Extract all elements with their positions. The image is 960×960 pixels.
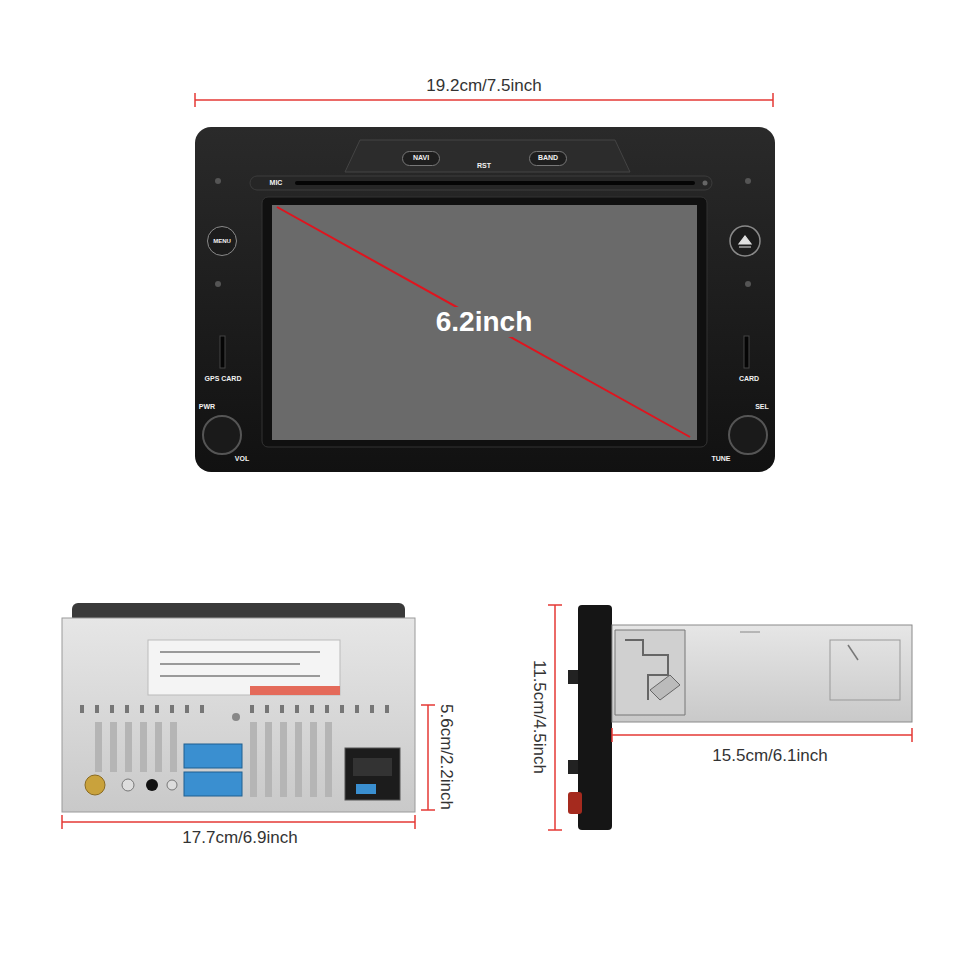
card-slot — [220, 336, 225, 368]
side-knob — [568, 792, 582, 814]
connector-black — [345, 748, 400, 800]
dimension-tick — [61, 815, 63, 829]
connector-blue — [184, 772, 242, 796]
knob-label: PWR — [199, 403, 215, 411]
side-front-panel — [578, 605, 612, 830]
eject-icon — [739, 236, 751, 247]
sticker-line — [160, 663, 300, 665]
card-slot — [744, 336, 749, 368]
dimension-tick — [421, 704, 435, 706]
dimension-tick — [611, 728, 613, 742]
disc-slot-frame — [250, 176, 712, 190]
knob-label: TUNE — [711, 455, 730, 463]
slot-label: GPS CARD — [205, 375, 242, 383]
dimension-line — [195, 99, 773, 101]
dimension-line — [427, 705, 429, 810]
dimension-line — [612, 734, 912, 736]
mic-label: MIC — [270, 179, 283, 187]
dimension-tick — [772, 93, 774, 107]
connector-blue — [184, 744, 242, 768]
screw — [232, 713, 240, 721]
dimension-label: 19.2cm/7.5inch — [426, 77, 541, 96]
indicator-dot — [703, 181, 708, 186]
sticker-line — [160, 675, 320, 677]
knob-label: VOL — [235, 455, 249, 463]
dimension-tick — [194, 93, 196, 107]
connector-latch — [356, 784, 376, 794]
dimension-label: 5.6cm/2.2inch — [437, 704, 456, 810]
sticker — [148, 640, 340, 695]
side-button — [568, 670, 578, 684]
menu-button: MENU — [207, 226, 237, 256]
bracket-detail — [650, 675, 680, 700]
chassis-detail — [740, 632, 760, 633]
diagonal-line — [277, 207, 690, 437]
vent-slots — [80, 705, 389, 713]
top-bezel — [345, 140, 630, 172]
button-label: NAVI — [413, 154, 429, 162]
port — [122, 779, 134, 791]
mount-bracket — [615, 630, 685, 715]
dimension-tick — [548, 604, 562, 606]
screen-bezel — [262, 197, 707, 447]
dimension-tick — [548, 829, 562, 831]
eject-button — [730, 226, 760, 256]
dimension-line — [62, 821, 415, 823]
chassis-detail — [848, 645, 858, 660]
dimension-tick — [421, 809, 435, 811]
screw-hole — [215, 178, 221, 184]
sticker-strip — [250, 686, 340, 695]
band-button: BAND — [529, 151, 567, 166]
port — [167, 780, 177, 790]
screen-area: 6.2inch — [272, 205, 697, 440]
dimension-tick — [911, 728, 913, 742]
side-chassis — [612, 625, 912, 722]
button-label: 6.2inch — [432, 307, 536, 338]
knob-label: SEL — [755, 403, 769, 411]
screen — [272, 205, 697, 440]
chassis-panel — [830, 640, 900, 700]
chassis-back — [62, 618, 415, 812]
slot-label: CARD — [739, 375, 759, 383]
side-button — [568, 760, 578, 774]
dimension-label: 17.7cm/6.9inch — [182, 829, 297, 848]
antenna-socket — [85, 775, 105, 795]
button-label: BAND — [538, 154, 558, 162]
front-panel — [195, 127, 775, 472]
screw-hole — [745, 281, 751, 287]
port — [146, 779, 158, 791]
dimension-label: 15.5cm/6.1inch — [712, 747, 827, 766]
disc-slot — [295, 181, 695, 185]
connector-pins — [353, 758, 392, 776]
sticker-line — [160, 651, 320, 653]
dimension-tick — [414, 815, 416, 829]
navi-button: NAVI — [402, 151, 440, 166]
dimension-line — [554, 605, 556, 830]
button-label: RST — [477, 162, 491, 170]
tune-knob — [729, 416, 767, 454]
heatsink-fins — [95, 722, 332, 797]
dimension-label: 11.5cm/4.5inch — [530, 660, 549, 774]
screw-hole — [745, 178, 751, 184]
volume-knob — [203, 416, 241, 454]
button-label: MENU — [213, 238, 231, 245]
screw-hole — [215, 281, 221, 287]
